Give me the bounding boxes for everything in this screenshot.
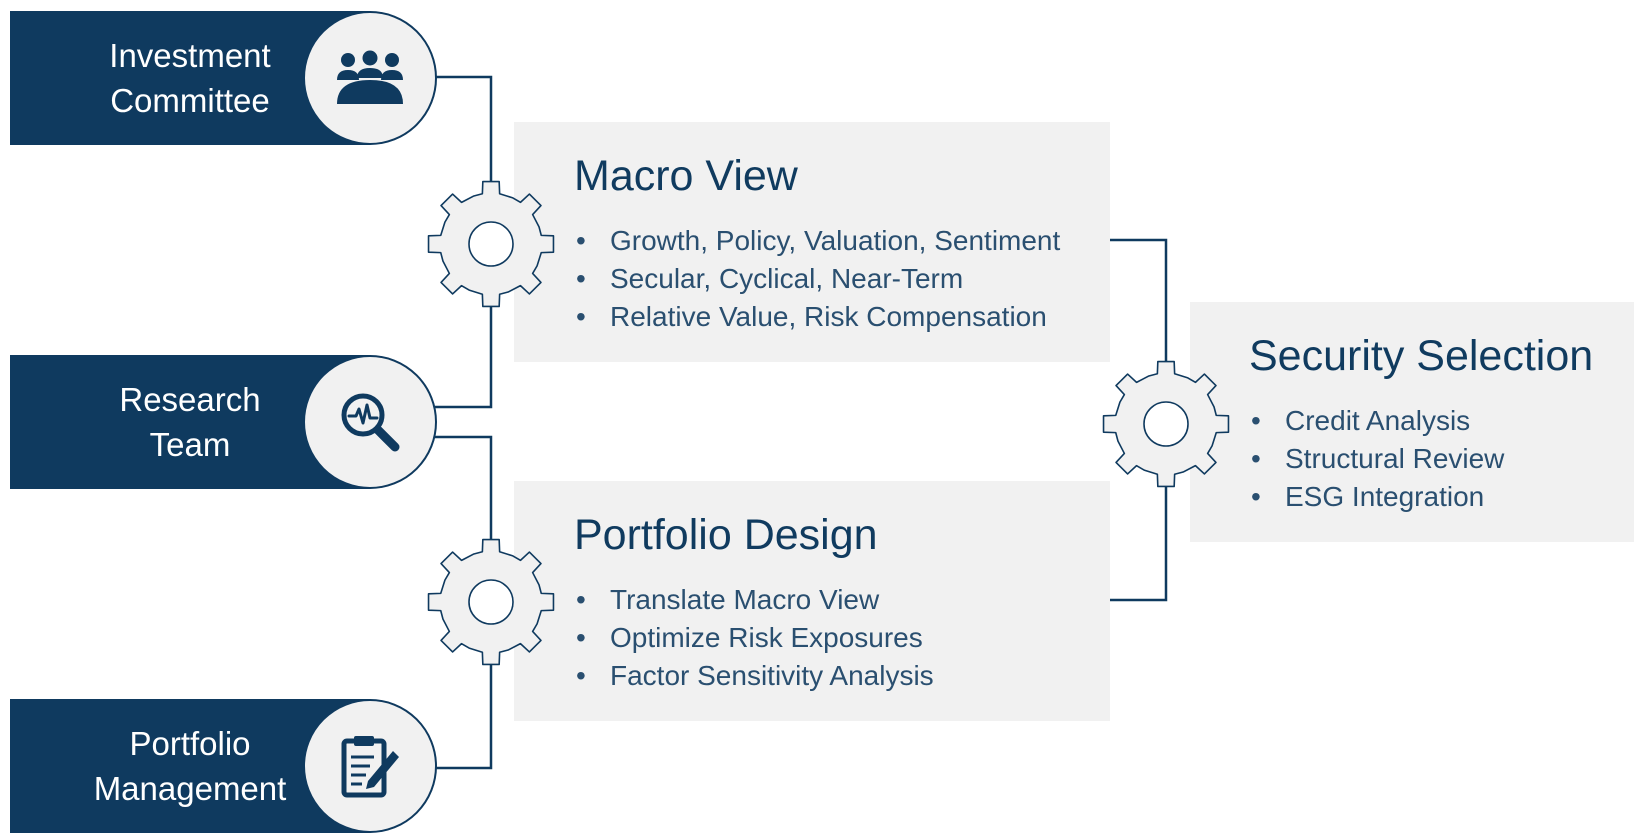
people-group-icon <box>337 50 403 104</box>
team-icon-circle-committee <box>303 11 437 145</box>
macro-view-bullet: Relative Value, Risk Compensation <box>574 298 1060 336</box>
team-name-line2: Committee <box>110 82 270 119</box>
portfolio-design-title: Portfolio Design <box>574 511 878 559</box>
macro-view-bullet: Secular, Cyclical, Near-Term <box>574 260 1060 298</box>
gear-icon <box>427 180 555 308</box>
portfolio-design-bullet: Translate Macro View <box>574 581 934 619</box>
security-selection-bullets: Credit Analysis Structural Review ESG In… <box>1249 402 1504 516</box>
connector-committee-macro <box>433 75 493 182</box>
portfolio-design-bullet: Optimize Risk Exposures <box>574 619 934 657</box>
team-label-research-team: Research Team <box>0 355 380 489</box>
macro-view-title: Macro View <box>574 152 798 200</box>
clipboard-pen-icon <box>341 736 399 798</box>
security-selection-bullet: ESG Integration <box>1249 478 1504 516</box>
security-selection-bullet: Credit Analysis <box>1249 402 1504 440</box>
connector-macro-security <box>1110 238 1168 362</box>
team-icon-circle-management <box>303 699 437 833</box>
gear-icon <box>427 538 555 666</box>
security-selection-bullet: Structural Review <box>1249 440 1504 478</box>
connector-portfolio-management <box>433 663 493 770</box>
team-label-investment-committee: Investment Committee <box>0 11 380 145</box>
portfolio-design-bullets: Translate Macro View Optimize Risk Expos… <box>574 581 934 695</box>
macro-view-panel: Macro View Growth, Policy, Valuation, Se… <box>514 122 1110 362</box>
team-name-line1: Investment <box>109 37 271 74</box>
security-selection-title: Security Selection <box>1249 332 1594 380</box>
macro-view-bullet: Growth, Policy, Valuation, Sentiment <box>574 222 1060 260</box>
connector-research-portfolio <box>433 435 493 540</box>
connector-portfolio-security <box>1110 485 1168 602</box>
team-label-portfolio-management: Portfolio Management <box>0 699 380 833</box>
team-name-line2: Management <box>93 770 287 807</box>
team-name-line1: Research <box>119 381 261 418</box>
macro-view-bullets: Growth, Policy, Valuation, Sentiment Sec… <box>574 222 1060 336</box>
team-name-line1: Portfolio <box>129 725 251 762</box>
magnifier-pulse-icon <box>341 393 400 452</box>
gear-icon <box>1102 360 1230 488</box>
portfolio-design-bullet: Factor Sensitivity Analysis <box>574 657 934 695</box>
security-selection-panel: Security Selection Credit Analysis Struc… <box>1190 302 1634 542</box>
team-name-line2: Team <box>149 426 231 463</box>
connector-macro-research <box>433 305 493 409</box>
team-icon-circle-research <box>303 355 437 489</box>
portfolio-design-panel: Portfolio Design Translate Macro View Op… <box>514 481 1110 721</box>
